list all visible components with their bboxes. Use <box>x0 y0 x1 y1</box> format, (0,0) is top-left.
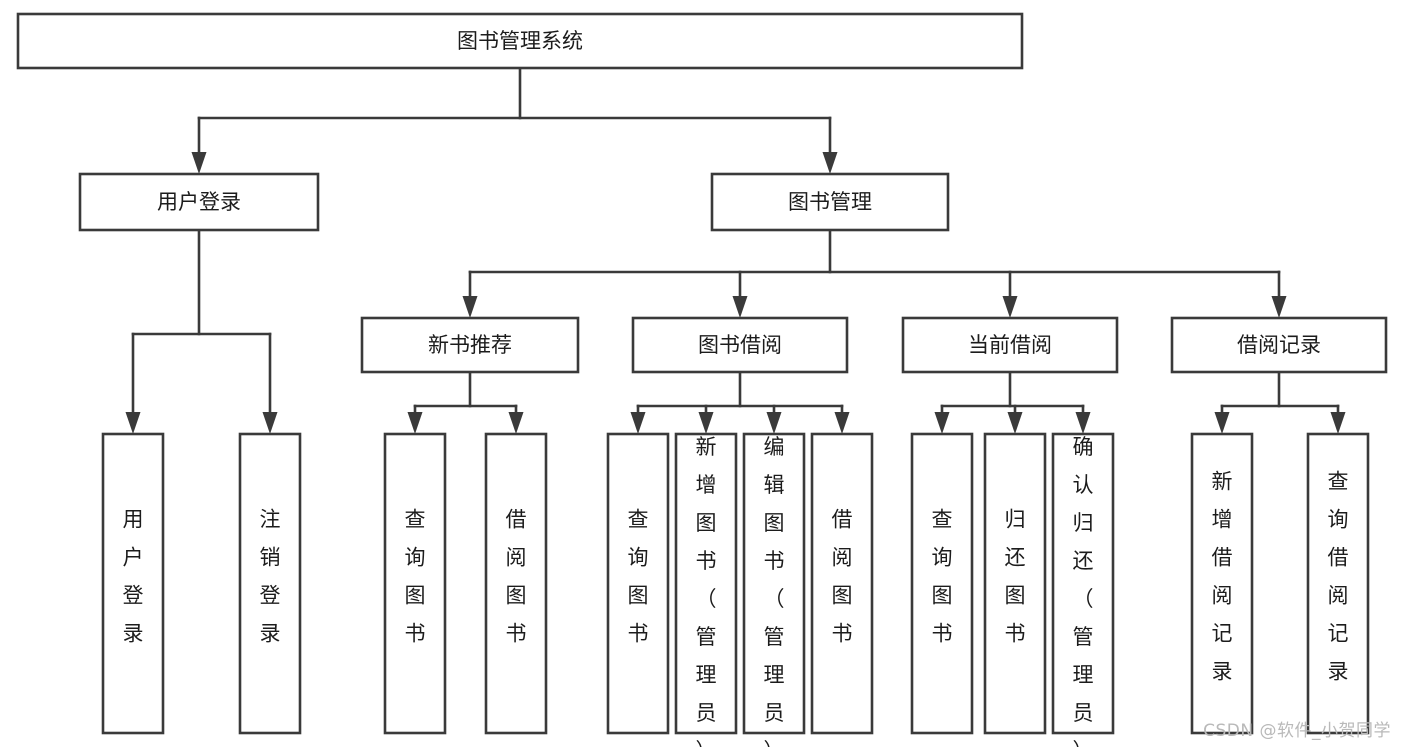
node-leaf-query-book-1[interactable]: 查询图书 <box>383 432 447 735</box>
node-box-leaf-add-book-admin <box>674 432 738 735</box>
node-label-leaf-add-borrow-record: 新增借阅记录 <box>1212 470 1233 684</box>
node-leaf-query-book-3[interactable]: 查询图书 <box>910 432 974 735</box>
node-box-leaf-edit-book-admin <box>742 432 806 735</box>
node-box-borrow-record <box>1170 316 1388 374</box>
node-box-leaf-add-borrow-record <box>1190 432 1254 735</box>
node-leaf-add-borrow-record[interactable]: 新增借阅记录 <box>1190 432 1254 735</box>
node-leaf-return-book[interactable]: 归还图书 <box>983 432 1047 735</box>
node-box-root <box>16 12 1024 70</box>
node-borrow-record[interactable]: 借阅记录 <box>1170 316 1388 374</box>
connector-book-management-to-level3 <box>462 228 1287 318</box>
arrow-head-icon <box>1330 412 1346 434</box>
node-label-leaf-edit-book-admin: 编辑图书（管理员） <box>764 435 785 747</box>
node-box-leaf-query-book-3 <box>910 432 974 735</box>
arrow-head-icon <box>630 412 646 434</box>
node-label-leaf-logout-login: 注销登录 <box>260 508 281 646</box>
arrow-head-icon <box>262 412 278 434</box>
node-label-user-login: 用户登录 <box>157 190 241 214</box>
node-label-leaf-query-borrow-record: 查询借阅记录 <box>1328 470 1349 684</box>
node-label-new-book-recommend: 新书推荐 <box>428 333 512 357</box>
node-label-root: 图书管理系统 <box>457 29 583 53</box>
connector-borrow-record-to-leaves <box>1214 370 1346 434</box>
node-leaf-confirm-return-admin[interactable]: 确认归还（管理员） <box>1051 432 1115 747</box>
node-leaf-borrow-book-2[interactable]: 借阅图书 <box>810 432 874 735</box>
node-box-leaf-logout-login <box>238 432 302 735</box>
node-leaf-query-borrow-record[interactable]: 查询借阅记录 <box>1306 432 1370 735</box>
node-label-leaf-add-book-admin: 新增图书（管理员） <box>696 435 717 747</box>
nodes-layer: 图书管理系统用户登录图书管理新书推荐图书借阅当前借阅借阅记录用户登录注销登录查询… <box>16 12 1388 747</box>
edges-layer <box>125 66 1346 434</box>
node-label-leaf-query-book-1: 查询图书 <box>405 508 426 646</box>
node-leaf-borrow-book-1[interactable]: 借阅图书 <box>484 432 548 735</box>
arrow-head-icon <box>732 296 748 318</box>
node-label-current-borrow: 当前借阅 <box>968 333 1052 357</box>
connector-root-to-level2 <box>191 66 838 174</box>
arrow-head-icon <box>1214 412 1230 434</box>
node-current-borrow[interactable]: 当前借阅 <box>901 316 1119 374</box>
connector-current-borrow-to-leaves <box>934 370 1091 434</box>
watermark-credit: CSDN @软件_小贺同学 <box>1203 721 1391 741</box>
node-box-book-management <box>710 172 950 232</box>
arrow-head-icon <box>1002 296 1018 318</box>
node-box-leaf-query-book-2 <box>606 432 670 735</box>
node-label-leaf-user-login: 用户登录 <box>123 508 144 646</box>
arrow-head-icon <box>822 152 838 174</box>
node-label-leaf-borrow-book-1: 借阅图书 <box>506 508 527 646</box>
node-label-leaf-return-book: 归还图书 <box>1005 508 1026 646</box>
node-box-current-borrow <box>901 316 1119 374</box>
connector-new-book-recommend-to-leaves <box>407 370 524 434</box>
node-leaf-edit-book-admin[interactable]: 编辑图书（管理员） <box>742 432 806 747</box>
node-box-leaf-borrow-book-1 <box>484 432 548 735</box>
connector-book-borrow-to-leaves <box>630 370 850 434</box>
node-label-book-borrow: 图书借阅 <box>698 333 782 357</box>
node-leaf-query-book-2[interactable]: 查询图书 <box>606 432 670 735</box>
node-label-leaf-query-book-3: 查询图书 <box>932 508 953 646</box>
node-label-leaf-query-book-2: 查询图书 <box>628 508 649 646</box>
node-box-leaf-query-book-1 <box>383 432 447 735</box>
node-label-leaf-borrow-book-2: 借阅图书 <box>832 508 853 646</box>
node-leaf-add-book-admin[interactable]: 新增图书（管理员） <box>674 432 738 747</box>
arrow-head-icon <box>1007 412 1023 434</box>
arrow-head-icon <box>508 412 524 434</box>
node-box-leaf-user-login <box>101 432 165 735</box>
arrow-head-icon <box>462 296 478 318</box>
node-book-management[interactable]: 图书管理 <box>710 172 950 232</box>
node-box-book-borrow <box>631 316 849 374</box>
node-leaf-user-login[interactable]: 用户登录 <box>101 432 165 735</box>
arrow-head-icon <box>766 412 782 434</box>
arrow-head-icon <box>407 412 423 434</box>
arrow-head-icon <box>698 412 714 434</box>
arrow-head-icon <box>191 152 207 174</box>
arrow-head-icon <box>1271 296 1287 318</box>
node-box-leaf-confirm-return-admin <box>1051 432 1115 735</box>
node-label-book-management: 图书管理 <box>788 190 872 214</box>
node-box-user-login <box>78 172 320 232</box>
node-box-leaf-return-book <box>983 432 1047 735</box>
node-user-login[interactable]: 用户登录 <box>78 172 320 232</box>
arrow-head-icon <box>834 412 850 434</box>
arrow-head-icon <box>1075 412 1091 434</box>
node-label-leaf-confirm-return-admin: 确认归还（管理员） <box>1073 435 1094 747</box>
node-box-new-book-recommend <box>360 316 580 374</box>
node-box-leaf-query-borrow-record <box>1306 432 1370 735</box>
node-new-book-recommend[interactable]: 新书推荐 <box>360 316 580 374</box>
node-box-leaf-borrow-book-2 <box>810 432 874 735</box>
node-book-borrow[interactable]: 图书借阅 <box>631 316 849 374</box>
node-leaf-logout-login[interactable]: 注销登录 <box>238 432 302 735</box>
connector-user-login-to-leaves <box>125 228 278 434</box>
node-root[interactable]: 图书管理系统 <box>16 12 1024 70</box>
arrow-head-icon <box>125 412 141 434</box>
arrow-head-icon <box>934 412 950 434</box>
node-label-borrow-record: 借阅记录 <box>1237 333 1321 357</box>
